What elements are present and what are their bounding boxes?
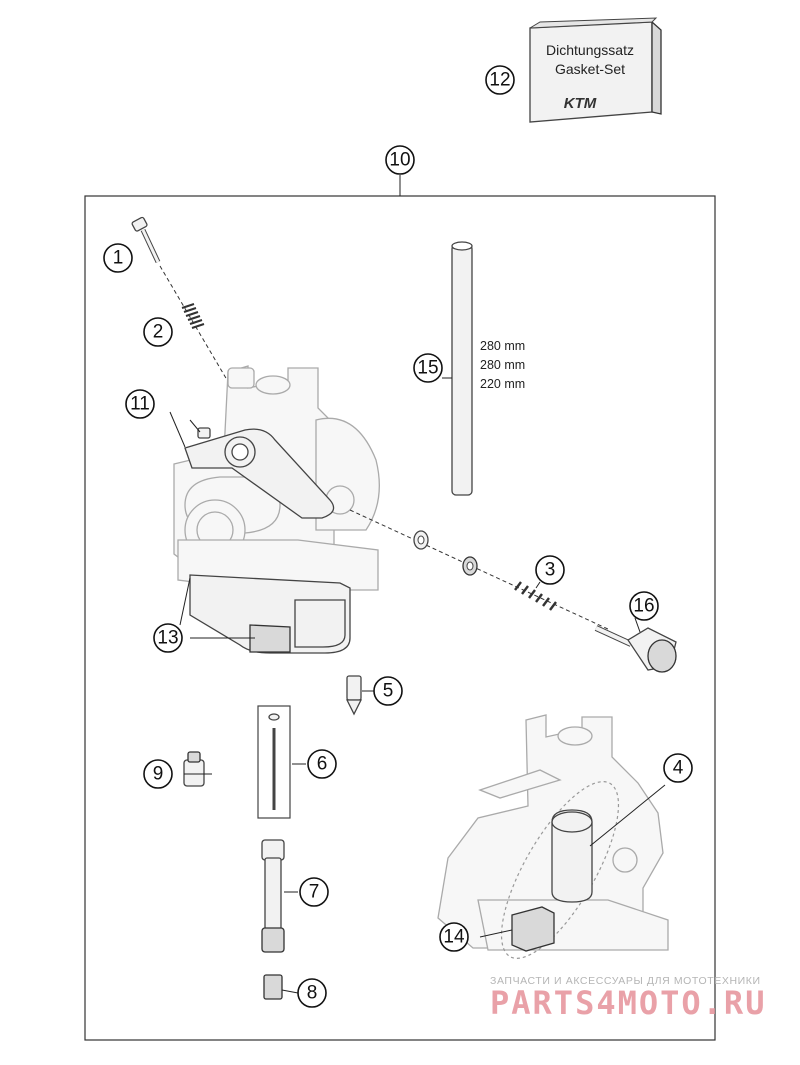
callout-11[interactable]: 11 [125,389,155,419]
svg-text:16: 16 [633,596,654,617]
callout-4[interactable]: 4 [663,753,693,783]
watermark: ЗАПЧАСТИ И АКСЕССУАРЫ ДЛЯ МОТОТЕХНИКИ PA… [490,975,766,1022]
idle-adjust-screw[interactable] [594,625,677,673]
callout-15[interactable]: 15 [413,353,443,383]
callout-10[interactable]: 10 [385,145,415,175]
svg-text:7: 7 [309,882,320,903]
svg-text:5: 5 [383,681,394,702]
gasket-set-box[interactable]: Dichtungssatz Gasket-Set KTM [529,17,662,123]
callout-8[interactable]: 8 [297,978,327,1008]
svg-text:4: 4 [673,758,684,779]
svg-text:13: 13 [157,628,178,649]
gasket-box-line2: Gasket-Set [555,61,625,77]
carburetor-body[interactable] [173,365,380,654]
callout-9[interactable]: 9 [143,759,173,789]
svg-text:3: 3 [545,560,556,581]
callout-2[interactable]: 2 [143,317,173,347]
watermark-site: PARTS4MOTO.RU [490,984,766,1022]
callout-1[interactable]: 1 [103,243,133,273]
idle-spring-part[interactable] [514,581,557,611]
o-ring-part[interactable] [462,556,478,576]
svg-text:9: 9 [153,764,164,785]
screw-part[interactable] [131,216,161,264]
watermark-tagline: ЗАПЧАСТИ И АКСЕССУАРЫ ДЛЯ МОТОТЕХНИКИ [490,975,761,987]
svg-text:14: 14 [443,927,465,948]
slide-part[interactable] [551,809,593,903]
hose-length-2: 280 mm [480,358,525,372]
throttle-slide-plate[interactable] [511,906,555,952]
svg-text:11: 11 [130,394,150,415]
svg-text:12: 12 [489,70,510,91]
main-jet[interactable] [263,974,283,1000]
svg-text:15: 15 [417,358,438,379]
svg-text:2: 2 [153,322,164,343]
callout-13[interactable]: 13 [153,623,183,653]
svg-text:10: 10 [389,150,410,171]
hose-length-1: 280 mm [480,339,525,353]
callout-12[interactable]: 12 [485,65,515,95]
ktm-logo: KTM [564,95,597,112]
callout-7[interactable]: 7 [299,877,329,907]
spring-part[interactable] [181,303,205,329]
jet-needle[interactable] [257,705,291,819]
choke-lever[interactable] [184,427,335,519]
needle-jet[interactable] [261,839,285,953]
svg-text:1: 1 [113,248,124,269]
svg-text:6: 6 [317,754,328,775]
callout-14[interactable]: 14 [439,922,469,952]
callout-6[interactable]: 6 [307,749,337,779]
gasket-box-line1: Dichtungssatz [546,42,634,58]
float-needle[interactable] [345,675,363,716]
washer-part[interactable] [413,530,429,550]
svg-text:8: 8 [307,983,318,1004]
callout-3[interactable]: 3 [535,555,565,585]
pilot-jet[interactable] [183,751,205,787]
callout-16[interactable]: 16 [629,591,659,621]
hose-length-3: 220 mm [480,377,525,391]
breather-hose[interactable] [451,241,473,496]
callout-5[interactable]: 5 [373,676,403,706]
